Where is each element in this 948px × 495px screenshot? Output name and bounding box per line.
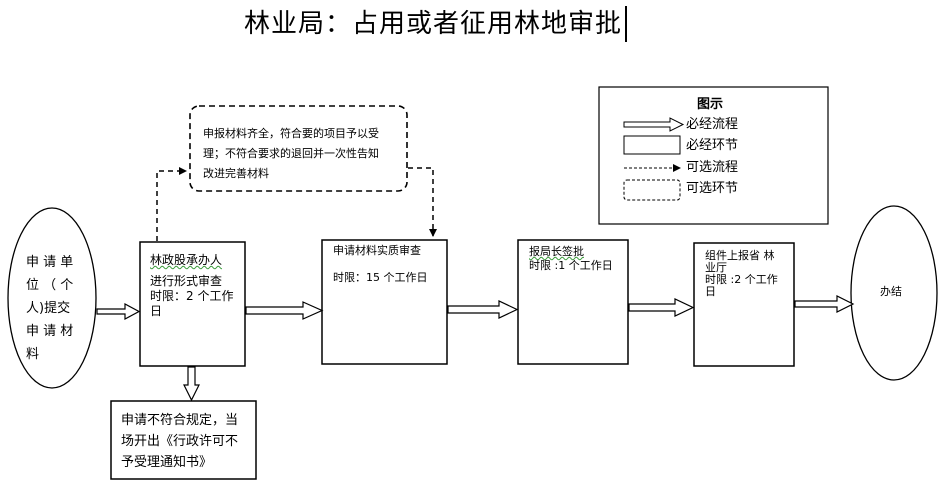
reject-line: 场开出《行政许可不 xyxy=(121,434,239,449)
step4-line: 业厅 xyxy=(705,261,727,274)
step1-text: 林政股承办人 进行形式审查 时限：2 个工作 日 xyxy=(150,253,242,319)
step1-heading: 林政股承办人 xyxy=(150,253,223,267)
step2-box xyxy=(321,239,448,365)
flow-arrow-step2-to-step3 xyxy=(447,300,519,319)
optional-note-line: 理；不符合要求的退回并一次性告知 xyxy=(203,147,379,160)
legend-label-optional-step: 可选环节 xyxy=(686,181,739,196)
start-ellipse xyxy=(7,207,97,389)
start-node-text: 申 请 单 位 （ 个 人)提交 申 请 材 料 xyxy=(26,251,73,366)
flow-arrow-start-to-step1 xyxy=(96,302,141,321)
legend-box xyxy=(598,86,829,225)
start-line: 申 请 单 xyxy=(26,255,74,270)
legend-required-flow-arrow xyxy=(623,117,685,132)
optional-note-box xyxy=(189,105,408,192)
step2-text: 申请材料实质审查 时限：15 个工作日 xyxy=(333,243,428,285)
flow-arrow-step1-to-reject xyxy=(183,366,200,402)
step3-box xyxy=(517,239,629,365)
end-ellipse xyxy=(850,205,938,381)
step1-box xyxy=(139,241,246,367)
start-line: 位 （ 个 xyxy=(26,278,74,293)
step4-line: 日 xyxy=(705,285,716,298)
reject-line: 申请不符合规定，当 xyxy=(121,413,239,428)
legend-title: 图示 xyxy=(697,97,724,112)
legend-label-optional-flow: 可选流程 xyxy=(686,160,739,175)
step4-line: 时限 :2 个工作 xyxy=(705,273,778,286)
reject-line: 予受理通知书》 xyxy=(121,455,213,470)
step4-text: 组件上报省 林 业厅 时限 :2 个工作 日 xyxy=(705,250,791,298)
start-line: 料 xyxy=(26,347,40,362)
step4-line: 组件上报省 林 xyxy=(705,249,775,262)
flow-arrow-step4-to-end xyxy=(794,295,855,313)
end-node-label: 办结 xyxy=(880,285,902,298)
start-line: 人)提交 xyxy=(26,301,71,316)
page-title: 林业局：占用或者征用林地审批 xyxy=(244,6,628,42)
step3-line: 时限 :1 个工作日 xyxy=(529,259,613,272)
step1-line: 日 xyxy=(150,304,163,318)
optional-flow-note-to-step2 xyxy=(408,167,437,237)
step2-heading: 申请材料实质审查 xyxy=(333,244,421,257)
flow-arrow-step1-to-step2 xyxy=(245,301,324,320)
optional-note-line: 改进完善材料 xyxy=(203,167,269,180)
legend-label-required-step: 必经环节 xyxy=(686,138,739,153)
step2-line: 时限：15 个工作日 xyxy=(333,271,428,284)
optional-note-line: 申报材料齐全，符合要的项目予以受 xyxy=(203,127,379,140)
step3-heading: 报局长签批 xyxy=(529,245,584,258)
legend-optional-step-box xyxy=(623,179,681,201)
flow-arrow-step3-to-step4 xyxy=(628,298,695,317)
start-line: 申 请 材 xyxy=(26,324,74,339)
step3-text: 报局长签批 时限 :1 个工作日 xyxy=(529,245,613,273)
step1-line: 时限：2 个工作 xyxy=(150,289,234,303)
optional-flow-step1-to-note xyxy=(156,167,187,241)
step1-line: 进行形式审查 xyxy=(150,274,223,288)
legend-required-step-box xyxy=(623,135,681,155)
optional-note-text: 申报材料齐全，符合要的项目予以受 理；不符合要求的退回并一次性告知 改进完善材料 xyxy=(203,124,379,184)
reject-box xyxy=(110,400,257,480)
reject-text: 申请不符合规定，当 场开出《行政许可不 予受理通知书》 xyxy=(121,410,238,473)
step4-box xyxy=(693,242,795,367)
legend-label-required-flow: 必经流程 xyxy=(686,117,739,132)
